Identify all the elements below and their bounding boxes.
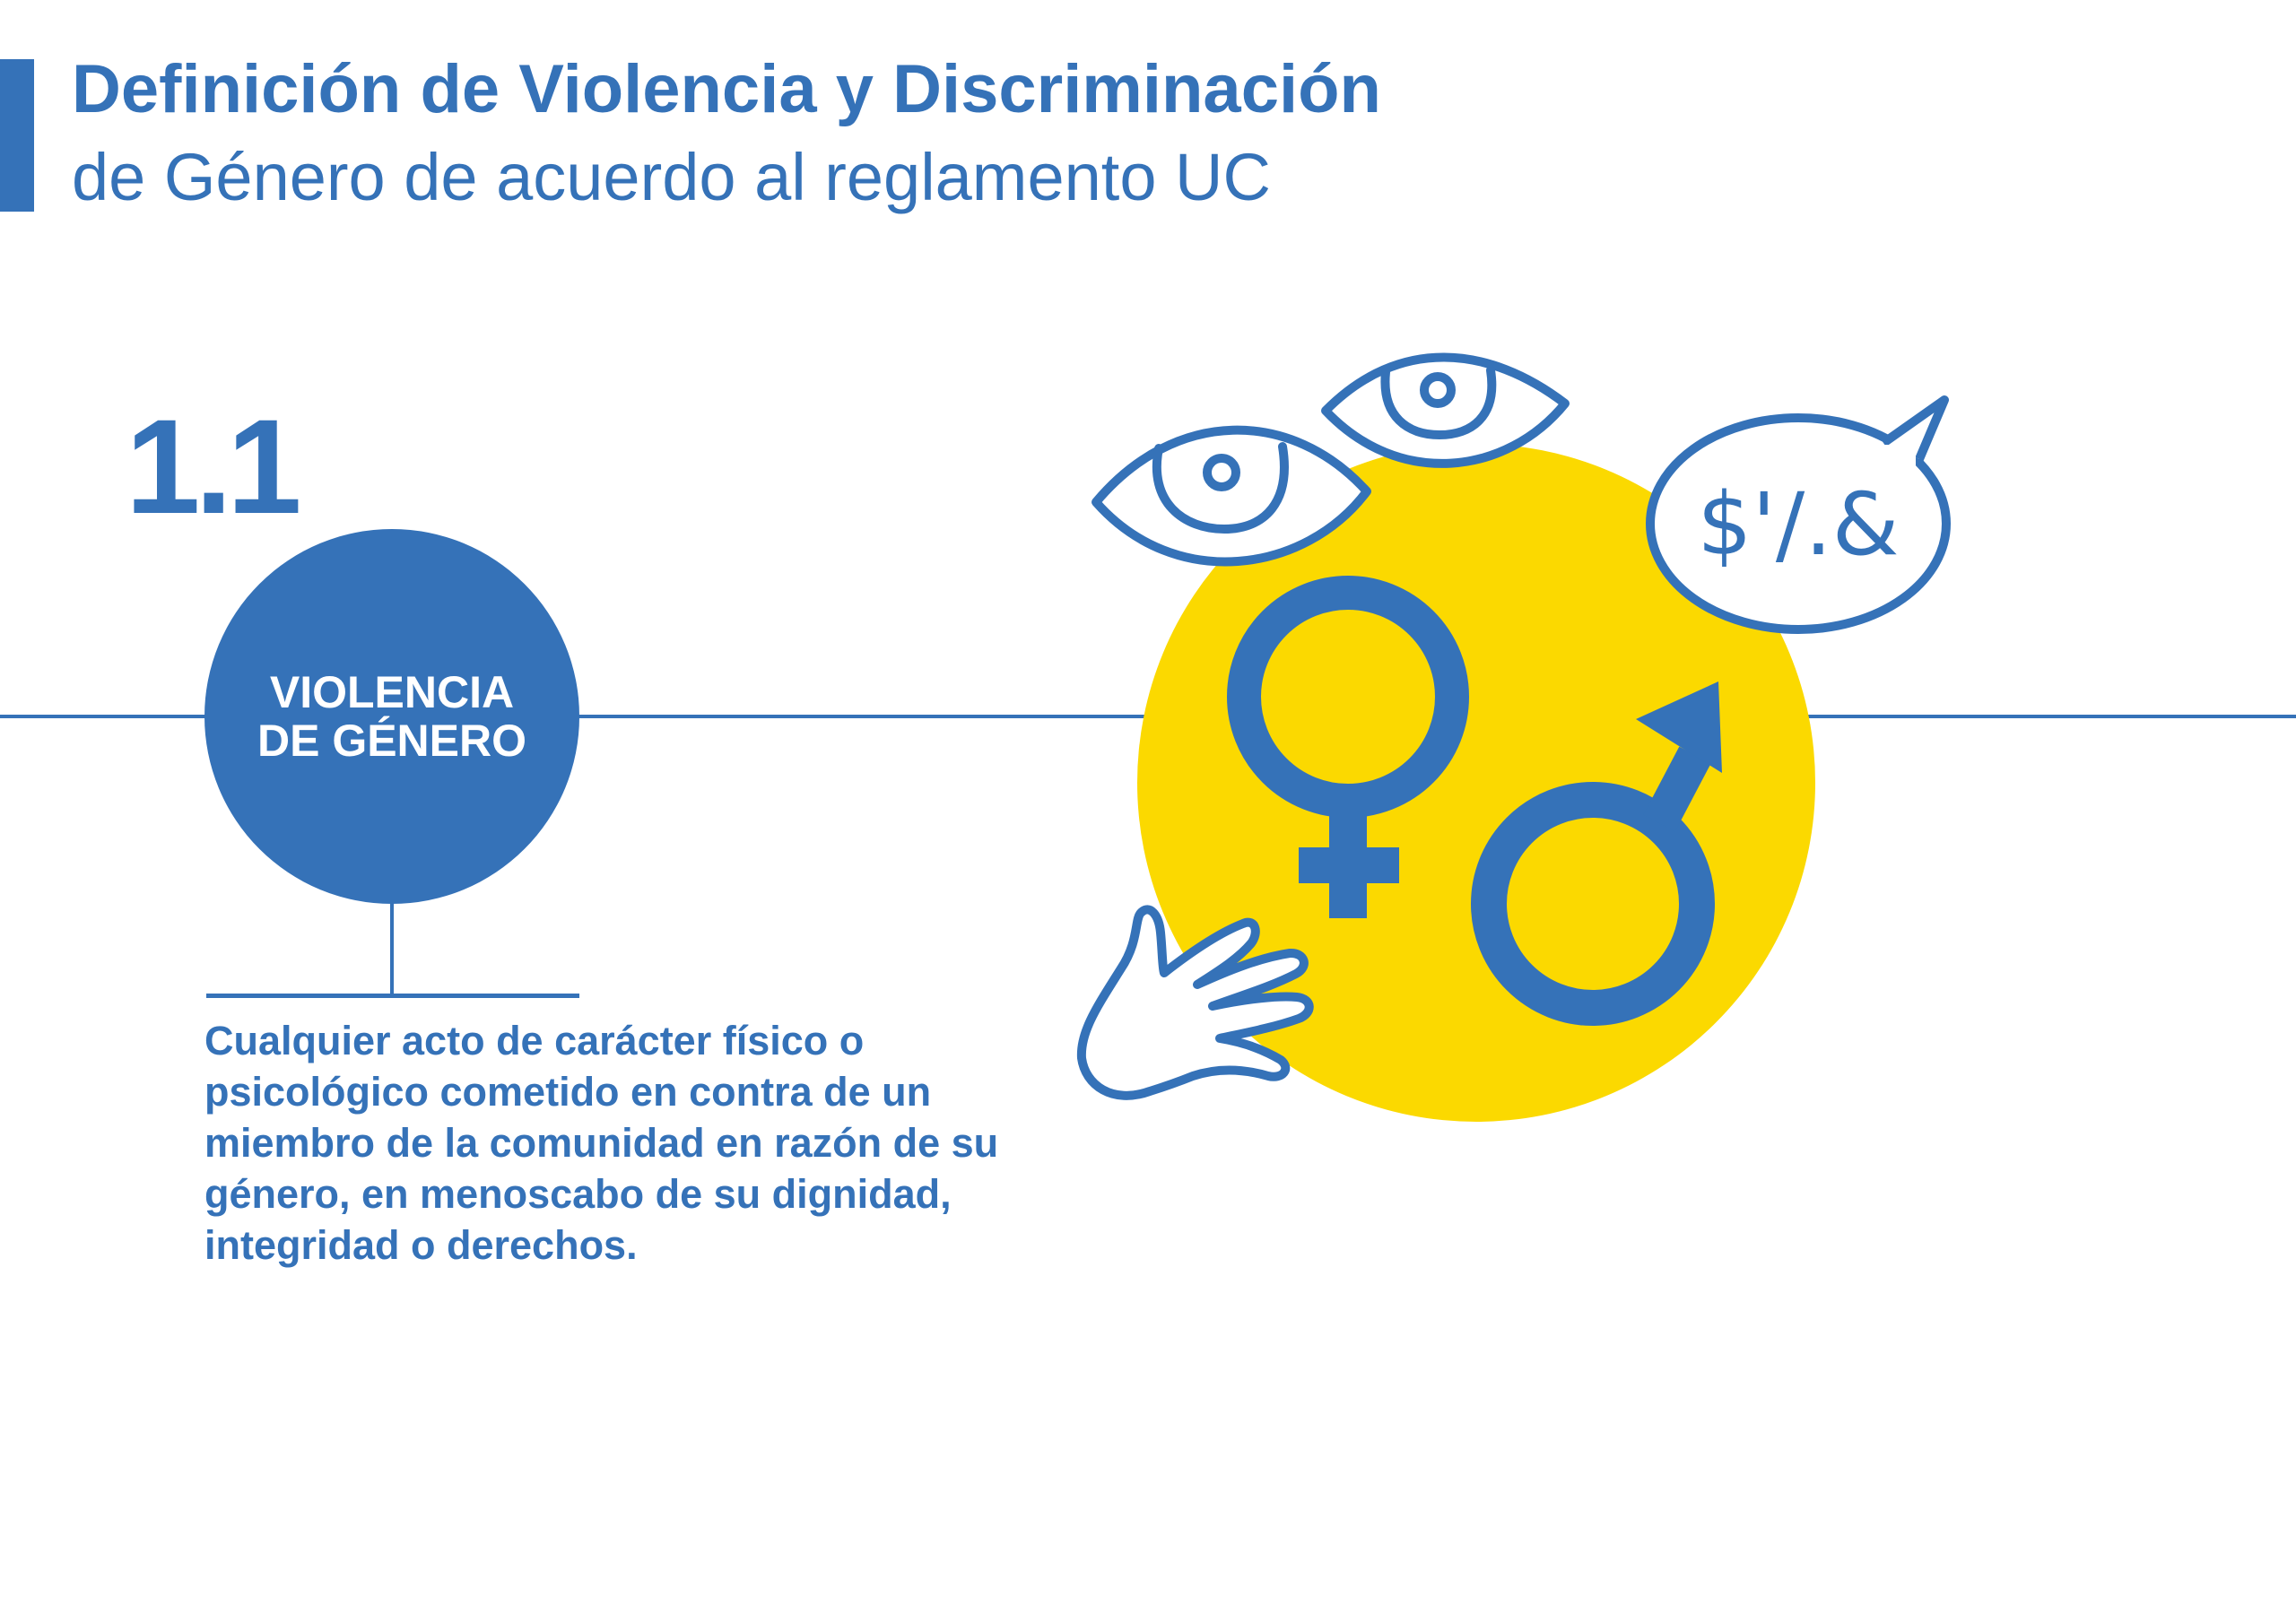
male-symbol-icon — [1471, 681, 1722, 1026]
section-number: 1.1 — [126, 391, 302, 542]
concept-connector — [390, 901, 394, 998]
definition-text: Cualquier acto de carácter físico o psic… — [204, 1018, 999, 1268]
eye-icon — [1091, 425, 1371, 567]
eye-icon — [1321, 352, 1570, 468]
page-subtitle: de Género de acuerdo al reglamento UC — [72, 140, 1271, 214]
female-symbol-icon — [1227, 576, 1469, 918]
title-accent-bar — [0, 59, 34, 212]
page-title: Definición de Violencia y Discriminación — [72, 51, 1381, 127]
concept-circle: VIOLENCIA DE GÉNERO — [204, 529, 579, 904]
concept-label: VIOLENCIA DE GÉNERO — [257, 667, 527, 766]
definition-rule — [206, 994, 579, 998]
hand-icon — [1076, 905, 1314, 1100]
speech-bubble-text: $'/.& — [1697, 474, 1899, 575]
speech-bubble-icon: $'/.& — [1646, 395, 1951, 634]
